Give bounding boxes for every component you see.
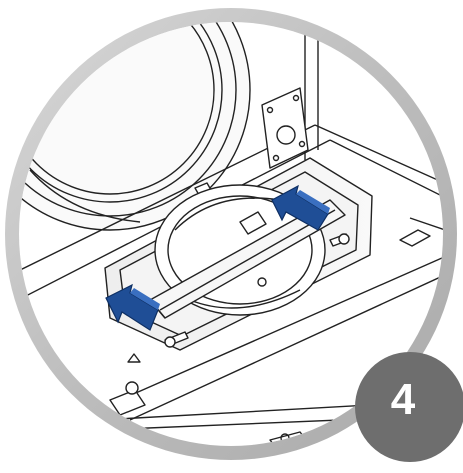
screw-left	[164, 331, 189, 348]
screw-right	[329, 233, 350, 247]
drum-rings	[19, 22, 251, 231]
step-number: 4	[390, 375, 416, 424]
step-badge: 4	[355, 352, 463, 462]
push-arrow-icon	[105, 283, 160, 331]
filter-lever	[149, 199, 346, 319]
push-arrow-icon	[271, 184, 330, 231]
mounting-plate	[261, 87, 309, 169]
